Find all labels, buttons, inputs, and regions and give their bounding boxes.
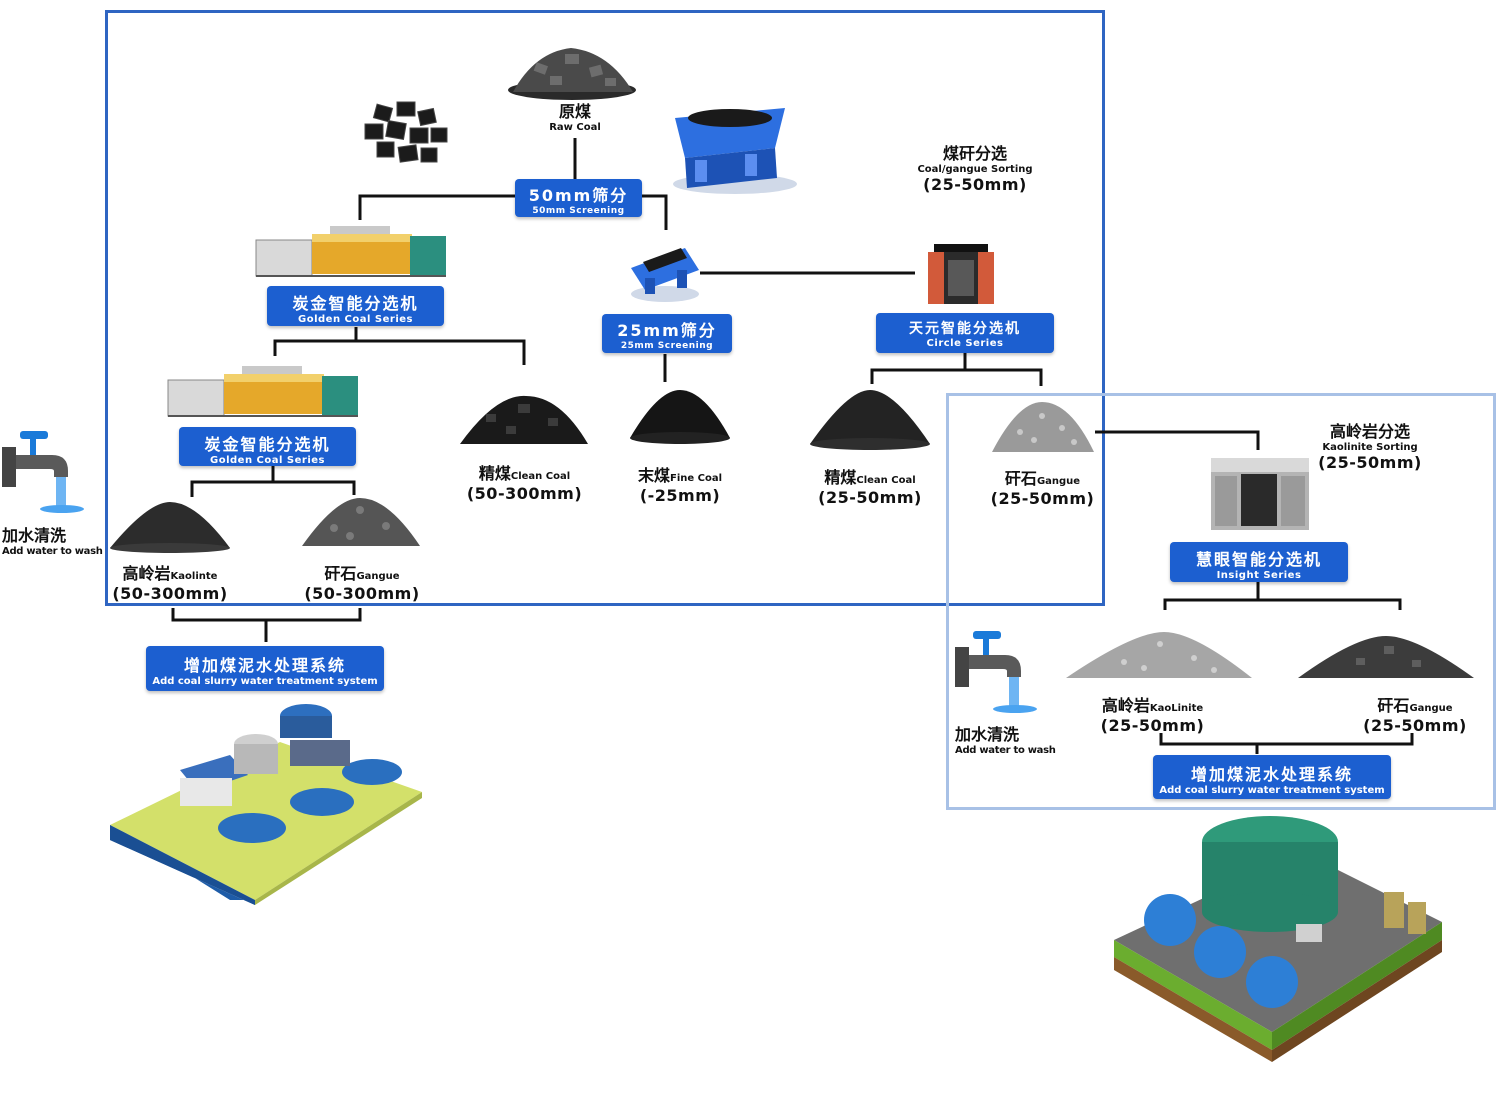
clean-coal-large-pile-icon <box>460 395 588 444</box>
gangue-b-cn: 矸石 <box>1004 469 1037 488</box>
gangue-large-pile-icon <box>302 498 420 546</box>
clean-a-en: Clean Coal <box>510 471 571 482</box>
wash-2-en: Add water to wash <box>955 745 1056 756</box>
gangue-a-size: (50-300mm) <box>304 584 420 603</box>
screening-25mm-cn: 25mm筛分 <box>617 321 717 340</box>
golden-1-en: Golden Coal Series <box>298 314 413 325</box>
lump-coal-icon <box>364 101 448 163</box>
gangue-large-label: 矸石Gangue (50-300mm) <box>292 560 432 603</box>
clean-b-en: Clean Coal <box>856 475 916 486</box>
screening-50mm-button[interactable]: 50mm筛分 50mm Screening <box>515 179 642 217</box>
fine-coal-label: 末煤Fine Coal (-25mm) <box>620 462 740 505</box>
slurry-2-cn: 增加煤泥水处理系统 <box>1190 765 1353 784</box>
water-treatment-plant-icon <box>110 704 422 905</box>
gangue-b-en: Gangue <box>1036 476 1081 487</box>
screening-25mm-en: 25mm Screening <box>620 341 714 351</box>
raw-coal-label: 原煤 Raw Coal <box>540 98 610 133</box>
fine-size: (-25mm) <box>639 486 721 505</box>
gangue-c-en: Gangue <box>1409 703 1453 714</box>
wash-2-label: 加水清洗 Add water to wash <box>955 721 1056 756</box>
golden-sorter-machine-icon <box>255 226 446 277</box>
wash-2-cn: 加水清洗 <box>955 725 1020 744</box>
circle-cn: 天元智能分选机 <box>909 321 1021 337</box>
kaolinite-process-frame <box>946 393 1496 810</box>
kaolin-sorting-cn: 高岭岩分选 <box>1329 422 1410 441</box>
kaolin-a-cn: 高岭岩 <box>122 564 171 583</box>
kaolinite-medium-label: 高岭岩KaoLinite (25-50mm) <box>1080 692 1225 735</box>
circle-sorter-machine-icon <box>928 244 994 304</box>
gangue-a-cn: 矸石 <box>324 564 357 583</box>
water-tap-icon <box>2 431 84 513</box>
fine-cn: 末煤 <box>637 466 670 485</box>
screening-machine-icon <box>673 108 797 194</box>
water-tap-2-icon <box>955 631 1037 713</box>
kaolin-a-size: (50-300mm) <box>112 584 228 603</box>
clean-b-size: (25-50mm) <box>818 488 922 507</box>
gangue-c-cn: 矸石 <box>1377 696 1410 715</box>
insight-en: Insight Series <box>1216 570 1302 581</box>
clean-a-cn: 精煤 <box>478 464 511 483</box>
insight-sorter-machine-icon <box>1211 458 1309 530</box>
coal-sorting-cn: 煤矸分选 <box>942 144 1007 163</box>
gangue-c-size: (25-50mm) <box>1363 716 1467 735</box>
kaolin-sorting-en: Kaolinite Sorting <box>1322 442 1418 453</box>
golden-2-en: Golden Coal Series <box>210 455 325 466</box>
raw-coal-title: 原煤 <box>558 102 591 121</box>
raw-coal-subtitle: Raw Coal <box>549 122 601 133</box>
wash-1-label: 加水清洗 Add water to wash <box>2 522 103 557</box>
kaolin-c-size: (25-50mm) <box>1100 716 1205 735</box>
kaolinite-medium-pile-icon <box>1066 632 1252 678</box>
slurry-treatment-1-button[interactable]: 增加煤泥水处理系统 Add coal slurry water treatmen… <box>146 646 384 691</box>
circle-sorter-button[interactable]: 天元智能分选机 Circle Series <box>876 313 1054 353</box>
slurry-1-en: Add coal slurry water treatment system <box>152 676 378 687</box>
gangue-medium-pile-icon <box>992 402 1094 452</box>
gangue-b-size: (25-50mm) <box>990 489 1095 508</box>
kaolinite-large-pile-icon <box>110 502 230 553</box>
gangue-a-en: Gangue <box>356 571 400 582</box>
golden-coal-sorter-2-button[interactable]: 炭金智能分选机 Golden Coal Series <box>179 427 356 466</box>
wash-1-cn: 加水清洗 <box>2 526 67 545</box>
screening-25mm-button[interactable]: 25mm筛分 25mm Screening <box>602 314 732 353</box>
main-process-frame <box>105 10 1105 606</box>
screening-25mm-machine-icon <box>631 248 699 302</box>
clean-coal-large-label: 精煤Clean Coal (50-300mm) <box>452 460 597 503</box>
golden-1-cn: 炭金智能分选机 <box>292 294 419 313</box>
kaolin-a-en: Kaolinte <box>170 571 218 582</box>
kaolin-sorting-title: 高岭岩分选 Kaolinite Sorting (25-50mm) <box>1300 418 1440 472</box>
gangue-medium-label: 矸石Gangue (25-50mm) <box>975 465 1110 508</box>
fine-en: Fine Coal <box>669 473 723 484</box>
clean-coal-medium-label: 精煤Clean Coal (25-50mm) <box>800 464 940 507</box>
gangue-small-pile-icon <box>1298 636 1474 678</box>
water-treatment-plant-2-icon <box>1114 816 1442 1062</box>
slurry-2-en: Add coal slurry water treatment system <box>1159 785 1385 796</box>
screening-50mm-cn: 50mm筛分 <box>528 186 629 205</box>
coal-sorting-size: (25-50mm) <box>923 175 1027 194</box>
insight-sorter-button[interactable]: 慧眼智能分选机 Insight Series <box>1170 542 1348 582</box>
clean-b-cn: 精煤 <box>824 468 857 487</box>
golden-2-cn: 炭金智能分选机 <box>204 435 331 454</box>
golden-coal-sorter-1-button[interactable]: 炭金智能分选机 Golden Coal Series <box>267 286 444 326</box>
kaolin-c-en: KaoLinite <box>1149 703 1204 714</box>
slurry-treatment-2-button[interactable]: 增加煤泥水处理系统 Add coal slurry water treatmen… <box>1153 755 1391 799</box>
clean-a-size: (50-300mm) <box>466 484 583 503</box>
insight-cn: 慧眼智能分选机 <box>1195 550 1322 569</box>
circle-en: Circle Series <box>926 338 1004 349</box>
coal-sorting-title: 煤矸分选 Coal/gangue Sorting (25-50mm) <box>905 140 1045 194</box>
wash-1-en: Add water to wash <box>2 546 103 557</box>
fine-coal-pile-icon <box>630 390 730 444</box>
raw-coal-pile-icon <box>508 48 636 100</box>
kaolin-c-cn: 高岭岩 <box>1101 696 1150 715</box>
kaolinite-large-label: 高岭岩Kaolinte (50-300mm) <box>100 560 240 603</box>
kaolin-sorting-size: (25-50mm) <box>1318 453 1422 472</box>
gangue-small-label: 矸石Gangue (25-50mm) <box>1345 692 1485 735</box>
screening-50mm-en: 50mm Screening <box>532 206 625 216</box>
clean-coal-medium-pile-icon <box>810 390 930 450</box>
coal-sorting-en: Coal/gangue Sorting <box>917 164 1033 175</box>
golden-sorter-machine-2-icon <box>167 366 358 417</box>
slurry-1-cn: 增加煤泥水处理系统 <box>183 656 346 675</box>
